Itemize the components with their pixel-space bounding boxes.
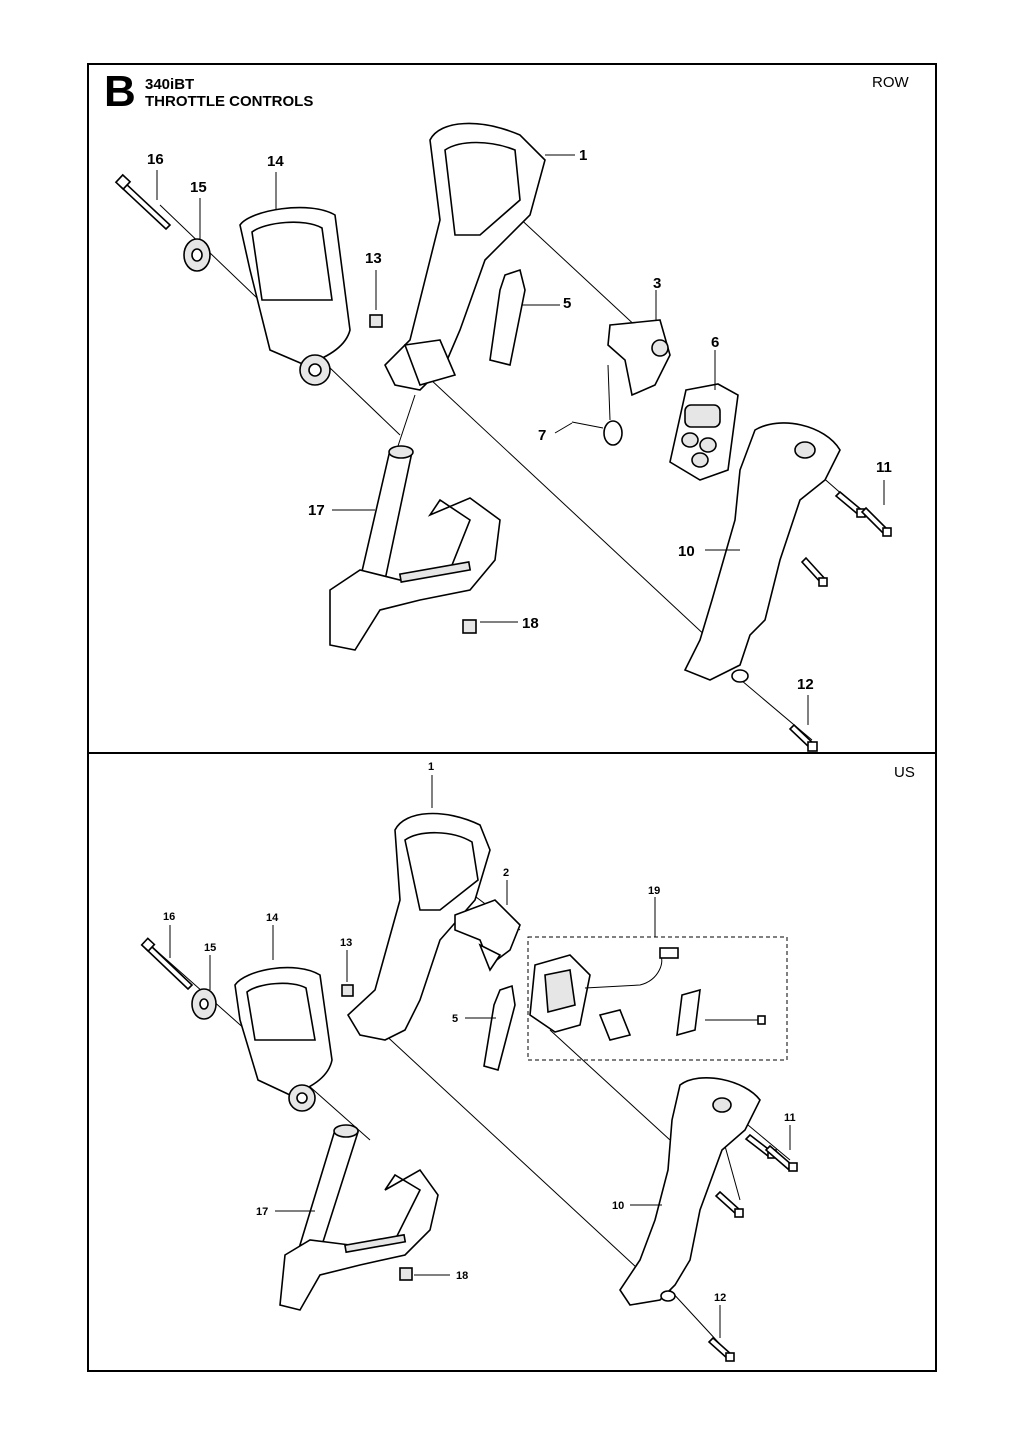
row-leader-lines xyxy=(156,154,885,725)
trigger-2-us xyxy=(454,899,521,972)
callout-11: 11 xyxy=(876,459,892,476)
row-callouts: 1 3 5 6 7 10 11 12 13 14 15 16 17 18 xyxy=(147,147,892,693)
control-module-6 xyxy=(669,383,739,481)
callout-10-us: 10 xyxy=(612,1200,624,1212)
handle-housing-1-us xyxy=(346,812,491,1041)
kit-19-us xyxy=(527,936,788,1061)
axis-line xyxy=(379,1029,651,1281)
callout-13: 13 xyxy=(365,250,382,267)
callout-10: 10 xyxy=(678,543,695,560)
grip-10-us xyxy=(619,1077,761,1306)
callout-15: 15 xyxy=(190,179,207,196)
row-panel-parts xyxy=(114,122,892,752)
callout-1: 1 xyxy=(579,147,587,164)
screws-11 xyxy=(800,490,892,587)
region-label-us: US xyxy=(894,764,915,781)
axis-line xyxy=(394,394,416,456)
trigger-3 xyxy=(607,319,671,397)
callout-3: 3 xyxy=(653,275,661,292)
handle-housing-1 xyxy=(384,122,546,391)
clamp-14 xyxy=(239,206,351,386)
callout-19-us: 19 xyxy=(648,885,660,897)
callout-16-us: 16 xyxy=(163,911,175,923)
switch-5-us xyxy=(483,984,516,1071)
nut-18-us xyxy=(399,1267,413,1281)
callout-6: 6 xyxy=(711,334,719,351)
section-title: THROTTLE CONTROLS xyxy=(145,93,314,110)
callout-12: 12 xyxy=(797,676,814,693)
region-label-row: ROW xyxy=(872,74,909,91)
nut-13 xyxy=(369,314,383,328)
callout-5-us: 5 xyxy=(452,1013,458,1025)
loop-handle-17-us xyxy=(279,1124,439,1311)
callout-16: 16 xyxy=(147,151,164,168)
clamp-14-us xyxy=(234,966,333,1112)
nut-13-us xyxy=(341,984,354,997)
callout-7: 7 xyxy=(538,427,546,444)
switch-5 xyxy=(489,268,560,366)
callout-11-us: 11 xyxy=(784,1112,796,1124)
screws-11-us xyxy=(714,1133,798,1218)
screw-12-us xyxy=(707,1336,735,1362)
us-leader-lines xyxy=(169,775,791,1338)
section-letter: B xyxy=(104,67,136,116)
model-title: 340iBT xyxy=(145,76,195,93)
callout-14-us: 14 xyxy=(266,912,279,924)
callout-14: 14 xyxy=(267,153,284,170)
bolt-16 xyxy=(114,173,172,231)
callout-17-us: 17 xyxy=(256,1206,268,1218)
callout-5: 5 xyxy=(563,295,571,312)
callout-13-us: 13 xyxy=(340,937,352,949)
knob-15 xyxy=(183,238,211,272)
callout-12-us: 12 xyxy=(714,1292,726,1304)
spring-7 xyxy=(571,364,623,446)
callout-1-us: 1 xyxy=(428,761,434,773)
axis-line xyxy=(414,364,711,641)
knob-15-us xyxy=(191,988,217,1020)
callout-18-us: 18 xyxy=(456,1270,468,1282)
bolt-16-us xyxy=(140,937,194,991)
screw-12 xyxy=(788,723,818,752)
loop-handle-17 xyxy=(329,445,501,651)
drawing-frame xyxy=(87,63,937,1372)
callout-17: 17 xyxy=(308,502,325,519)
us-callouts: 1 2 5 10 11 12 13 14 15 16 17 18 19 xyxy=(163,761,796,1304)
callout-2-us: 2 xyxy=(503,867,509,879)
panel-divider xyxy=(87,752,937,754)
axis-line xyxy=(549,1029,671,1141)
nut-18 xyxy=(462,619,477,634)
grip-10 xyxy=(683,422,841,683)
callout-15-us: 15 xyxy=(204,942,216,954)
callout-18: 18 xyxy=(522,615,539,632)
us-panel-parts xyxy=(140,812,798,1362)
